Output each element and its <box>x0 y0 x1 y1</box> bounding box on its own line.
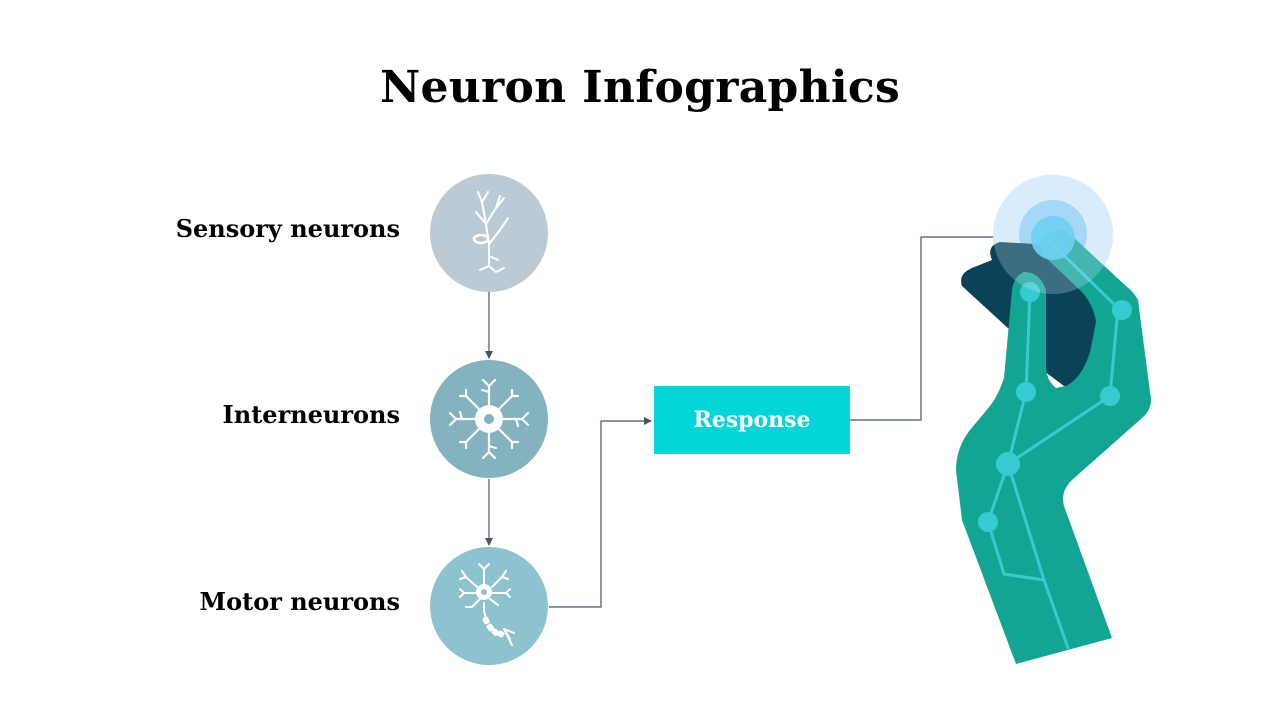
motor-neuron-circle <box>430 547 548 665</box>
hand-circuit-nodes <box>978 282 1132 532</box>
sensory-neuron-circle <box>430 174 548 292</box>
motor-neuron-icon <box>459 563 515 646</box>
arrow-motor-to-response <box>549 417 652 608</box>
interneuron-circle <box>430 360 548 478</box>
hand-primary <box>956 230 1151 664</box>
hand-touch-illustration <box>956 174 1151 664</box>
sensory-neuron-icon <box>472 191 509 274</box>
response-box: Response <box>654 386 850 454</box>
interneuron-icon <box>448 378 530 460</box>
label-motor-neurons: Motor neurons <box>199 587 400 616</box>
page-title: Neuron Infographics <box>379 62 901 113</box>
touch-point <box>1031 216 1075 260</box>
label-interneurons: Interneurons <box>222 400 400 429</box>
response-label: Response <box>693 407 811 433</box>
label-sensory-neurons: Sensory neurons <box>175 214 400 243</box>
